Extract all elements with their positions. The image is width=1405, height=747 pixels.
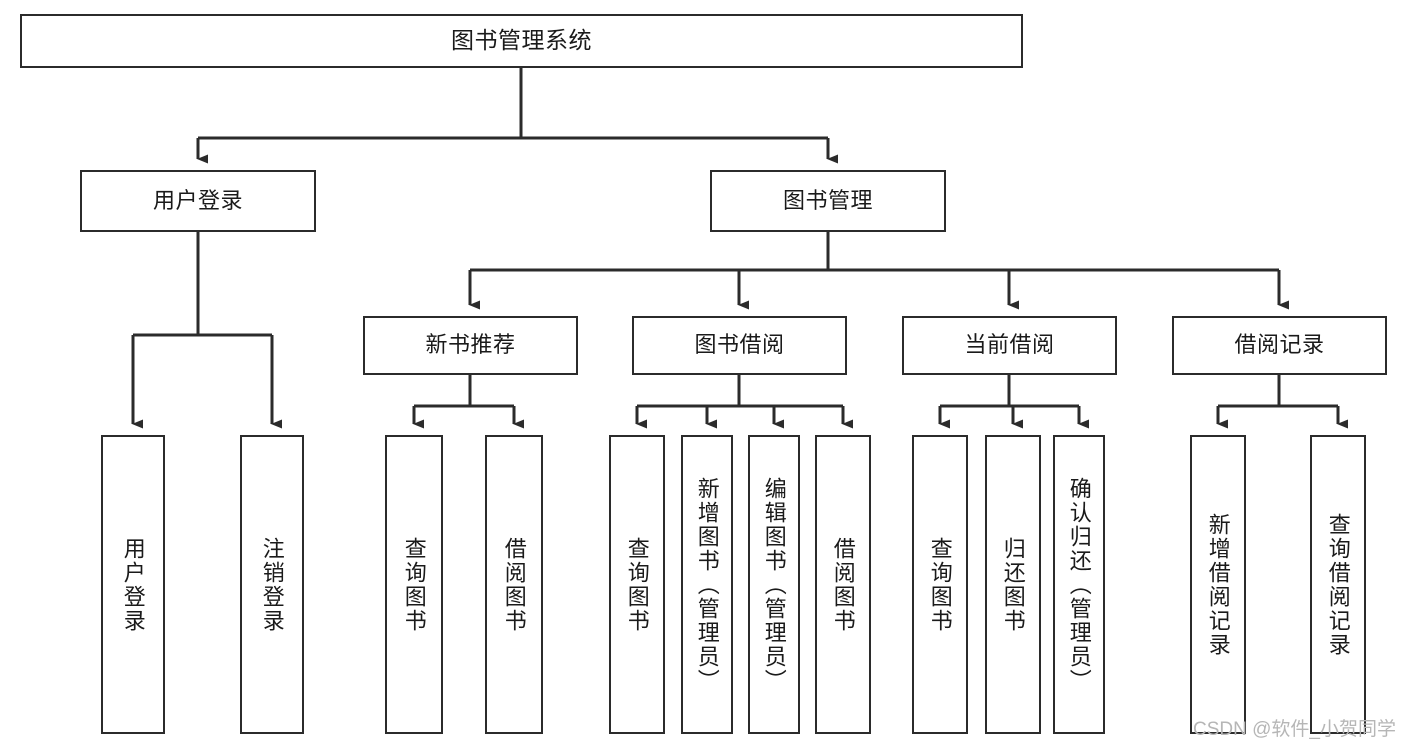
node-leaf-label: 查询借阅记录 [1325, 512, 1351, 657]
node-level3-label: 当前借阅 [964, 332, 1055, 358]
node-leaf-11[interactable]: 确认归还（管理员） [1053, 435, 1105, 734]
node-leaf-label: 查询图书 [401, 536, 427, 633]
node-leaf-1[interactable]: 用户登录 [101, 435, 165, 734]
node-leaf-label: 查询图书 [624, 536, 650, 633]
node-leaf-label: 新增图书（管理员） [694, 476, 720, 693]
node-leaf-10[interactable]: 归还图书 [985, 435, 1041, 734]
node-level3-label: 新书推荐 [425, 332, 516, 358]
node-leaf-3[interactable]: 查询图书 [385, 435, 443, 734]
node-level3-3[interactable]: 当前借阅 [902, 316, 1117, 375]
node-leaf-label: 注销登录 [259, 536, 285, 633]
node-leaf-label: 编辑图书（管理员） [761, 476, 787, 693]
node-leaf-label: 借阅图书 [830, 536, 856, 633]
node-leaf-13[interactable]: 查询借阅记录 [1310, 435, 1366, 734]
node-leaf-9[interactable]: 查询图书 [912, 435, 968, 734]
node-level2-label: 图书管理 [782, 187, 873, 213]
node-leaf-label: 归还图书 [1000, 536, 1026, 633]
node-leaf-6[interactable]: 新增图书（管理员） [681, 435, 733, 734]
node-leaf-label: 借阅图书 [501, 536, 527, 633]
node-root-label: 图书管理系统 [451, 27, 592, 54]
node-leaf-label: 新增借阅记录 [1205, 512, 1231, 657]
node-leaf-label: 查询图书 [927, 536, 953, 633]
node-level3-label: 图书借阅 [694, 332, 785, 358]
node-level3-label: 借阅记录 [1234, 332, 1325, 358]
node-level2-1[interactable]: 用户登录 [80, 170, 316, 232]
node-leaf-label: 用户登录 [120, 536, 146, 633]
node-leaf-12[interactable]: 新增借阅记录 [1190, 435, 1246, 734]
node-leaf-2[interactable]: 注销登录 [240, 435, 304, 734]
node-leaf-8[interactable]: 借阅图书 [815, 435, 871, 734]
node-level3-1[interactable]: 新书推荐 [363, 316, 578, 375]
node-level3-2[interactable]: 图书借阅 [632, 316, 847, 375]
node-level2-2[interactable]: 图书管理 [710, 170, 946, 232]
node-leaf-label: 确认归还（管理员） [1066, 476, 1092, 693]
node-leaf-4[interactable]: 借阅图书 [485, 435, 543, 734]
node-root[interactable]: 图书管理系统 [20, 14, 1023, 68]
node-leaf-7[interactable]: 编辑图书（管理员） [748, 435, 800, 734]
node-level2-label: 用户登录 [152, 187, 243, 213]
node-leaf-5[interactable]: 查询图书 [609, 435, 665, 734]
node-level3-4[interactable]: 借阅记录 [1172, 316, 1387, 375]
